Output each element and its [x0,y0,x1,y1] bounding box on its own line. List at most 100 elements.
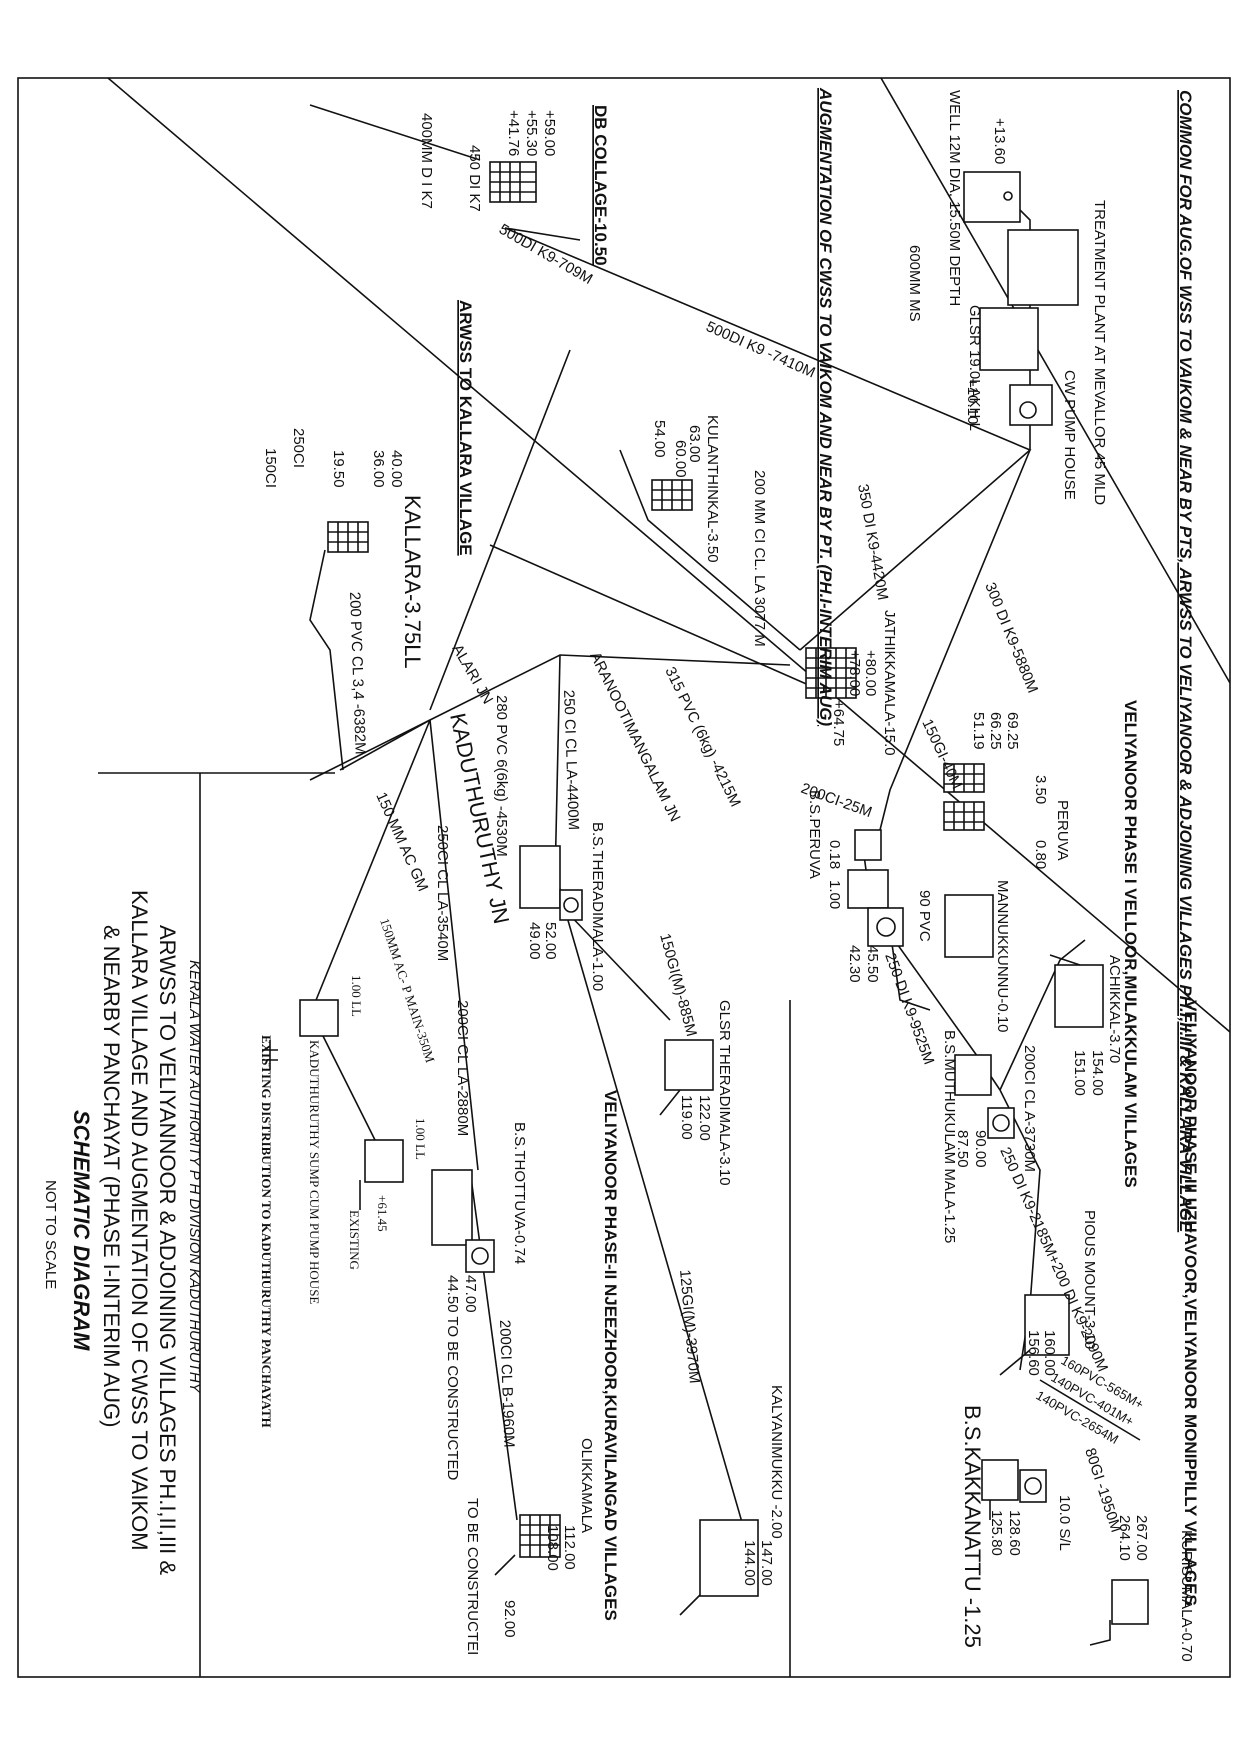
bs-muthukulam-label: B.S.MUTHUKULAM MALA-1.25 [941,1030,958,1243]
glsr-label: GLSR 19.0LAKH L [966,305,983,431]
kalyani-level-2: 144.00 [741,1540,758,1586]
kurisumala-outlet [1089,1620,1111,1646]
schematic-title: SCHEMATIC DIAGRAM [69,1110,94,1351]
bs-theradimala-box [519,845,561,909]
pipe-200ci-b-label: 200CI CL B-1960M [496,1320,517,1448]
muthu-level-2: 87.50 [954,1130,971,1168]
peruva-val-1: 3.50 [1032,775,1049,804]
kakkanattu-label: B.S.KAKKANATTU -1.25 [960,1405,985,1648]
bs-thera-level-2: 49.00 [526,922,543,960]
pipe-200ci-label: 200 MM CI CL. LA 3077 M [751,470,768,647]
pipe-450-label: 450 DI K7 [466,145,483,212]
thottuva-level-1: 47.00 [462,1275,479,1313]
pipe-200ci-a-label: 200CI CL A-3730M [1021,1045,1038,1172]
pipe-300-label: 300 DI K9-5880M [981,580,1041,695]
existing-label: EXISTING [347,1210,362,1270]
pipe-alari-main [429,349,571,711]
kallara-level-3: 19.50 [330,450,347,488]
augmentation-title: AUGMENTATION OF CWSS TO VAIKOM AND NEAR … [816,87,835,726]
olikka-outlet [494,1554,516,1576]
pipe-200ci-b [469,1169,518,1521]
footer-line3: & NEARBY PANCHAYAT (PHASE I-INTERIM AUG) [99,925,124,1427]
kad-sump-label: KADUTHURUTHY SUMP CUM PUMP HOUSE [307,1040,322,1304]
pipe-kallara [309,549,344,771]
kallara-label: KALLARA-3.75LL [400,495,425,669]
kallara-250-label: 250CI [290,428,307,468]
peruva-val-2: 0.80 [1032,840,1049,869]
glsr-thera-level-1: 122.00 [696,1095,713,1141]
jathi-level-3: +64.75 [830,700,847,746]
olikkamala-label: OLIKKAMALA [578,1438,595,1533]
well-pump-icon [1003,191,1013,201]
mannukkunnu-label: MANNUKKUNNU-0.10 [994,880,1011,1033]
kalyani-outlet [679,1594,701,1616]
kakkanattu-pump-icon [1024,1477,1042,1495]
pipe-mannu [889,929,931,1011]
pipe-90-label: 90 PVC [916,890,933,942]
achikkal-label: ACHIKKAL-3.70 [1106,955,1123,1063]
existing-level: +61.45 [375,1195,390,1232]
glsr-theradimala-label: GLSR THERADIMALA-3.10 [716,1000,733,1186]
kulanthinkal-label: KULANTHINKAL-3.50 [704,415,721,563]
achikkal-box [1054,964,1104,1028]
pipe-400mm [309,104,481,161]
pipe-200ci-2880-label: 200CI CL LA-2880M [454,1000,471,1136]
glsr-box [979,307,1039,371]
treatment-plant-box [1007,229,1079,306]
thottuva-box [431,1169,473,1246]
pipe-400-label: 400MM D I K7 [418,113,435,209]
pipe-500-709-label: 500DI K9-709M [496,221,595,288]
jathi-level-1: +80.00 [862,650,879,696]
footer-line2: KALLARA VILLAGE AND AUGMENTATION OF CWSS… [127,890,152,1551]
kakkanattu-level-2: 125.80 [988,1510,1005,1556]
pipe-250di-label: 250 DI K9-9525M [881,951,937,1067]
kurisumala-level-2: 264.10 [1116,1515,1133,1561]
pipe-jathikkamala-feed [489,544,821,691]
pipe-280-label: 280 PVC 6(6kg) -4530M [493,695,510,857]
jathikkamala-tank-icon [805,647,857,699]
pipe-250ci-3540-label: 250CI CL LA-3540M [434,825,451,961]
muthukulam-box [954,1054,992,1096]
db-level-1: +59.00 [541,110,558,156]
pipe-315-label: 315 PVC (6kg) -4215M [661,664,744,809]
kalyanimukku-label: KALYANIMUKKU -2.00 [768,1385,785,1539]
pipe-500di-709 [504,227,581,241]
cw-pump-icon [1019,401,1037,419]
pipe-200ci-a [999,939,1086,1091]
pipe-150gi-885 [564,909,671,1021]
bs-peruva-val-1: 0.18 [826,840,843,869]
phase3-title: VELIYANOOR PHASE III UZHAVOOR,VELIYANOOR… [1181,1000,1200,1606]
kalyanimukku-box [699,1519,759,1597]
bs-theradimala-pump-icon [563,897,579,913]
pipe-200pvc-label: 200 PVC CL 3,4 -6382M [346,592,369,755]
kurisumala-level-1: 267.00 [1133,1515,1150,1561]
existing-ll: 1.00 LL [413,1118,428,1160]
kul-outlet [619,449,641,501]
glsr-theradimala-box [664,1039,714,1091]
pious-outlet [999,1349,1031,1376]
footer-line1: ARWSS TO VELIYANNOOR & ADJOINING VILLAGE… [155,925,180,1575]
achikkal-level-1: 154.00 [1089,1050,1106,1096]
kalyani-level-1: 147.00 [758,1540,775,1586]
kallara-150-label: 150CI [262,448,279,488]
pipe-250ci-label: 250 CI CL LA-4400M [560,690,582,831]
glsr-level: +10.10 [964,378,981,424]
pipe-350-label: 350 DI K9-4420M [854,483,891,602]
thottuva-level-2: 44.50 TO BE CONSTRUCTED [444,1275,461,1481]
pious-mount-label: PIOUS MOUNT-3.10 [1081,1210,1098,1349]
peruva-level-1: 69.25 [1004,712,1021,750]
kul-level-2: 60.00 [672,440,689,478]
alari-jn-label: ALARI JN [449,642,497,708]
kurisumala-box [1111,1579,1149,1625]
pipe-300di [879,449,1031,831]
kul-level-3: 54.00 [651,420,668,458]
muthu-level-1: 90.00 [972,1130,989,1168]
kallara-title: ARWSS TO KALLARA VILLAGE [456,300,475,556]
bs-peruva-val-2: 1.00 [826,880,843,909]
phase2-title: VELIYANOOR PHASE-II NJEEZHOOR,KURAVILANG… [601,1090,620,1621]
pious-level-1: 160.00 [1041,1330,1058,1376]
db-collage-tank-icon [489,161,537,203]
mannu-level-2: 42.30 [846,945,863,983]
kakkanattu-level-1: 128.60 [1006,1510,1023,1556]
